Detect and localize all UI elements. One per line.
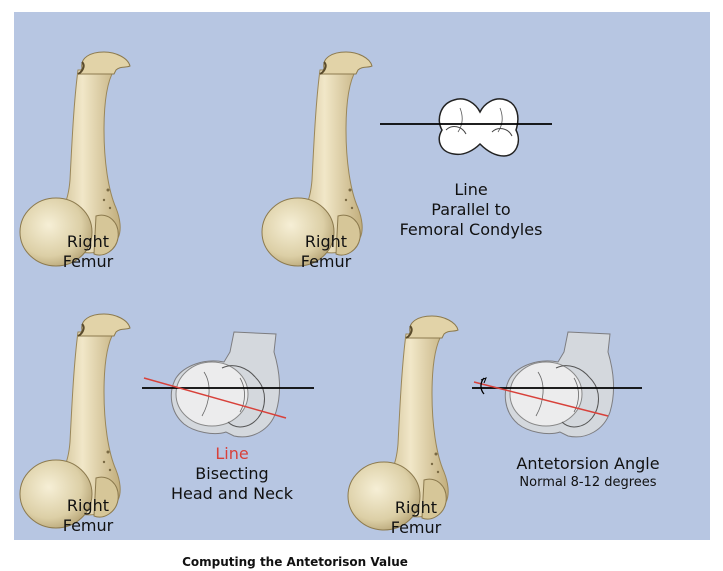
femur-label-bottom-right: Right Femur (376, 498, 456, 538)
head-neck-overlay-angle (504, 331, 615, 438)
antetorsion-angle-arc (480, 377, 485, 395)
condyles-caption: Line Parallel to Femoral Condyles (386, 180, 556, 240)
head-neck-overlay (170, 331, 281, 438)
head-neck-bisecting-line (143, 377, 287, 419)
femur-label-line1: Right (66, 232, 110, 251)
femur-label-top-left: Right Femur (48, 232, 128, 272)
femur-label-top-middle: Right Femur (286, 232, 366, 272)
femur-label-line2: Femur (390, 518, 442, 537)
angle-caption-line2: Normal 8-12 degrees (519, 475, 657, 490)
femur-label-line2: Femur (300, 252, 352, 271)
bisect-caption: Line Bisecting Head and Neck (152, 444, 312, 504)
femur-label-line1: Right (394, 498, 438, 517)
condyles-caption-line1: Line (454, 180, 488, 199)
condyles-caption-line3: Femoral Condyles (399, 220, 543, 239)
femur-illustrations (19, 51, 642, 531)
femur-label-line2: Femur (62, 252, 114, 271)
bisect-caption-line3: Head and Neck (171, 484, 293, 503)
figure-caption: Computing the Antetorison Value (182, 555, 408, 569)
condyles-caption-line2: Parallel to (431, 200, 511, 219)
angle-caption-line1: Antetorsion Angle (516, 454, 660, 473)
angle-caption: Antetorsion Angle Normal 8-12 degrees (488, 454, 688, 492)
figure-panel: Right Femur Right Femur Line Parallel to… (14, 12, 710, 540)
angle-bisecting-line (473, 381, 609, 417)
femur-label-line1: Right (66, 496, 110, 515)
femur-label-line2: Femur (62, 516, 114, 535)
femoral-condyles-outline (438, 98, 520, 157)
bisect-caption-line1: Line (215, 444, 249, 463)
femur-label-bottom-left: Right Femur (48, 496, 128, 536)
bisect-caption-line2: Bisecting (195, 464, 269, 483)
angle-arrow-icon (480, 377, 487, 384)
femur-label-line1: Right (304, 232, 348, 251)
